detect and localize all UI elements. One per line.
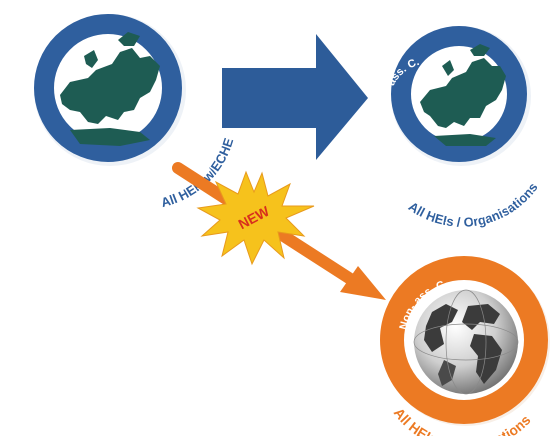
big-right-arrow-icon [222, 34, 368, 160]
new-badge: NEW [196, 170, 315, 266]
starburst-icon [196, 170, 315, 266]
world-globe-icon [413, 289, 519, 395]
target-top-caption: All HEIs / Organisations [406, 180, 541, 230]
target-top-circle [391, 26, 531, 166]
europe-map-icon [60, 32, 160, 146]
target-bottom-circle [380, 256, 550, 426]
source-europe-circle [34, 14, 186, 166]
europe-map-icon [420, 44, 506, 146]
